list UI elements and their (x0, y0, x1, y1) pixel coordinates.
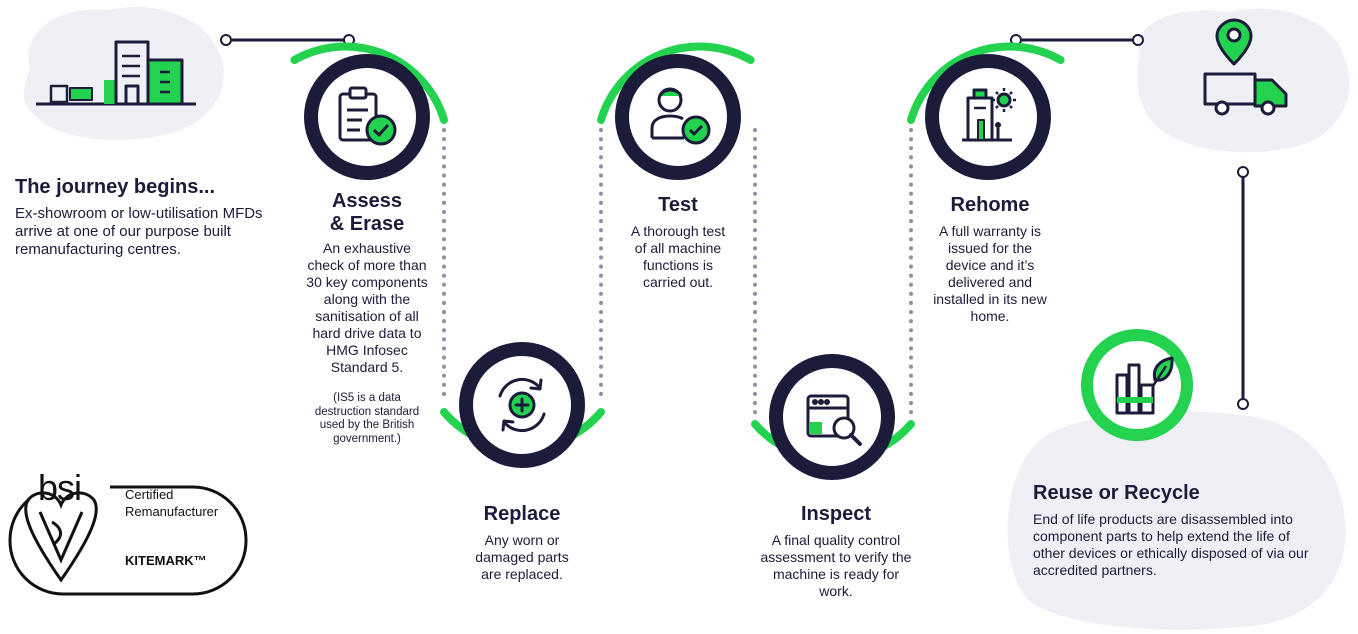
server-search-icon (806, 394, 862, 446)
test-description: A thorough test of all machine functions… (630, 223, 726, 290)
test-section: Test A thorough test of all machine func… (626, 194, 730, 291)
clipboard-check-icon (338, 86, 397, 146)
end-connector (1010, 34, 1144, 46)
assess-section: Assess & Erase An exhaustive check of mo… (305, 190, 429, 446)
cycle-plus-icon (498, 377, 546, 433)
inspect-disc (769, 354, 895, 480)
test-arc (597, 42, 755, 124)
rehome-title: Rehome (950, 194, 1030, 216)
badge-line2: Remanufacturer (125, 504, 219, 519)
rehome-disc (925, 54, 1051, 180)
assess-disc (304, 54, 430, 180)
rehome-arc (907, 42, 1065, 124)
building-sun-icon (962, 88, 1016, 142)
reuse-title: Reuse or Recycle (1033, 482, 1200, 504)
rehome-description: A full warranty is issued for the device… (933, 223, 1047, 324)
inspect-description: A final quality control assessment to ve… (760, 532, 912, 599)
truck-location-icon (1203, 18, 1288, 116)
assess-description: An exhaustive check of more than 30 key … (306, 240, 428, 375)
replace-title: Replace (483, 503, 561, 525)
start-title: The journey begins... (15, 176, 216, 198)
recycle-cloud (1007, 411, 1346, 630)
replace-description: Any worn or damaged parts are replaced. (475, 532, 569, 582)
test-title: Test (658, 194, 698, 216)
reuse-section: Reuse or Recycle End of life products ar… (1033, 482, 1313, 579)
truck-cloud (1137, 8, 1350, 153)
assess-title-line2: & Erase (329, 213, 405, 235)
start-description: Ex-showroom or low-utilisation MFDs arri… (15, 205, 263, 258)
kitemark-badge (8, 474, 248, 596)
buildings-icon (36, 40, 196, 106)
start-cloud (23, 6, 224, 141)
person-check-icon (650, 87, 711, 145)
assess-title-line1: Assess (331, 190, 403, 212)
bsi-logo: bsi (38, 467, 82, 508)
start-connector (220, 34, 355, 46)
reuse-disc (1081, 329, 1193, 441)
inspect-title: Inspect (800, 503, 872, 525)
vertical-connector (1237, 166, 1249, 410)
badge-kitemark: KITEMARK™ (125, 553, 207, 568)
replace-section: Replace Any worn or damaged parts are re… (452, 503, 592, 583)
assess-arc (290, 42, 448, 124)
inspect-section: Inspect A final quality control assessme… (756, 503, 916, 600)
kitemark-heart-icon (24, 491, 98, 583)
rehome-section: Rehome A full warranty is issued for the… (930, 194, 1050, 325)
badge-line1: Certified (125, 487, 174, 502)
assess-note: (IS5 is a data destruction standard used… (314, 392, 420, 445)
reuse-description: End of life products are disassembled in… (1033, 511, 1309, 578)
books-leaf-icon (1115, 356, 1174, 415)
start-section: The journey begins... Ex-showroom or low… (15, 176, 265, 259)
